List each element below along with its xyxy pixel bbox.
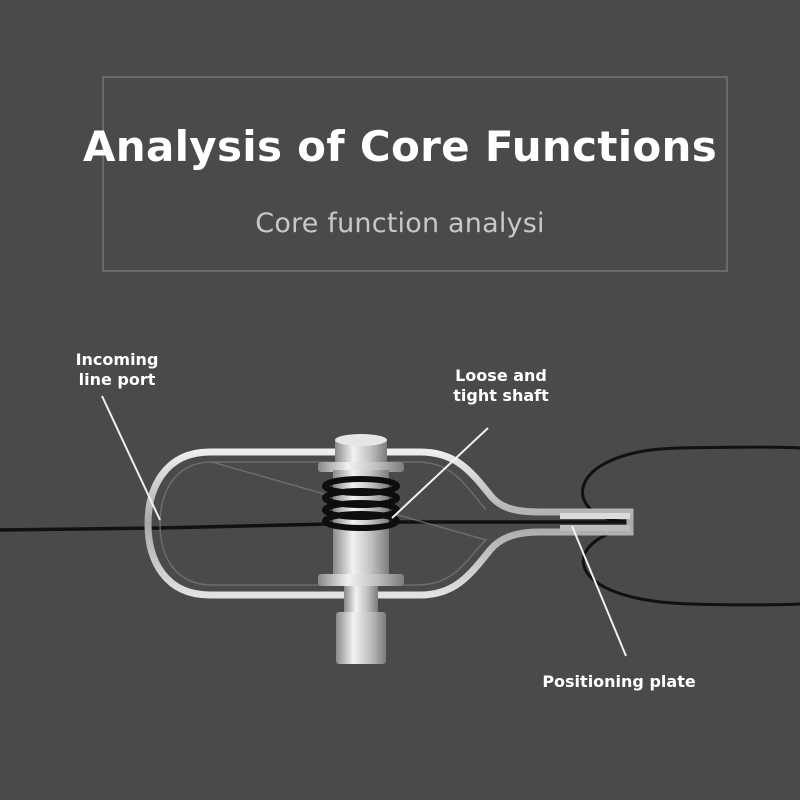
leader-incoming xyxy=(101,395,161,521)
label-incoming-line-1: Incoming xyxy=(75,350,159,369)
shaft-lower xyxy=(344,586,378,614)
plate-tab-bottom xyxy=(560,525,630,531)
leader-shaft xyxy=(391,427,489,519)
spring-coil xyxy=(322,476,400,531)
shaft-washer-bottom xyxy=(318,574,404,586)
clip-frame-inner xyxy=(159,461,488,586)
label-shaft-line-1: Loose and xyxy=(455,366,547,385)
page-subtitle: Core function analysi xyxy=(255,208,545,239)
shaft-square-tip xyxy=(336,612,386,664)
label-positioning-plate: Positioning plate xyxy=(542,672,696,691)
page-title: Analysis of Core Functions xyxy=(82,122,718,171)
plate-tab-top xyxy=(560,513,630,519)
label-shaft-line-2: tight shaft xyxy=(453,386,549,405)
label-loose-tight-shaft: Loose and tight shaft xyxy=(446,366,556,406)
leader-plate xyxy=(571,525,627,657)
shaft-top-ellipse xyxy=(335,434,387,446)
label-incoming-line-2: line port xyxy=(78,370,156,389)
clip-frame-outer xyxy=(144,448,634,599)
title-frame xyxy=(102,76,728,272)
cable-loop-lower xyxy=(581,526,800,607)
label-incoming-line-port: Incoming line port xyxy=(62,350,172,390)
shaft-washer-top xyxy=(318,462,404,472)
